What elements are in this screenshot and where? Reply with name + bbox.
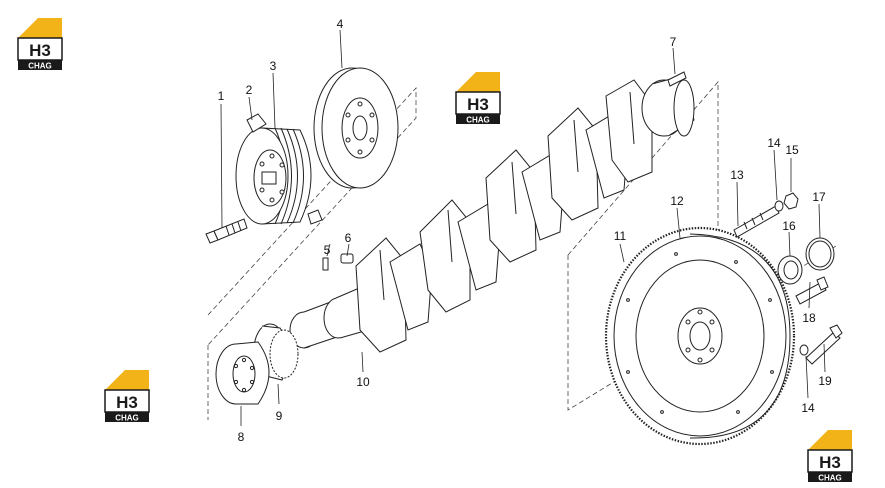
logo-bottom-right: H3 CHAG bbox=[807, 429, 853, 483]
logo-word: CHAG bbox=[115, 414, 139, 423]
callout-14-top: 14 bbox=[767, 136, 781, 150]
callout-14-bottom: 14 bbox=[801, 401, 815, 415]
callout-12: 12 bbox=[670, 194, 684, 208]
callout-6: 6 bbox=[345, 231, 352, 245]
callout-1: 1 bbox=[218, 89, 225, 103]
callout-7: 7 bbox=[670, 35, 677, 49]
callout-17: 17 bbox=[812, 190, 826, 204]
logo-letters: H3 bbox=[467, 95, 489, 114]
logo-mid-top: H3 CHAG bbox=[455, 71, 501, 125]
callout-labels: 1 2 3 4 5 6 7 8 9 10 11 12 13 14 15 16 1… bbox=[218, 17, 832, 444]
belt-pulley bbox=[235, 113, 323, 225]
damper-disc bbox=[313, 67, 399, 189]
callout-19: 19 bbox=[818, 374, 832, 388]
pulley-bolt bbox=[205, 218, 248, 244]
logo-letters: H3 bbox=[29, 41, 51, 60]
callout-2: 2 bbox=[246, 83, 253, 97]
callout-10: 10 bbox=[356, 375, 370, 389]
logo-word: CHAG bbox=[28, 62, 52, 71]
callout-11: 11 bbox=[614, 229, 627, 243]
callout-4: 4 bbox=[337, 17, 344, 31]
callout-9: 9 bbox=[276, 409, 283, 423]
callout-8: 8 bbox=[238, 430, 245, 444]
logo-letters: H3 bbox=[116, 393, 138, 412]
logo-letters: H3 bbox=[819, 453, 841, 472]
callout-18: 18 bbox=[802, 311, 816, 325]
logo-word: CHAG bbox=[466, 116, 490, 125]
pulley-group-frame bbox=[207, 86, 417, 346]
callout-16: 16 bbox=[782, 219, 796, 233]
crankshaft bbox=[289, 75, 695, 353]
callout-13: 13 bbox=[730, 168, 744, 182]
logo-bottom-left: H3 CHAG bbox=[104, 369, 150, 423]
callout-5: 5 bbox=[324, 243, 331, 257]
flywheel-group-frame-top bbox=[567, 80, 719, 256]
flywheel bbox=[604, 226, 796, 446]
logo-top-left: H3 CHAG bbox=[17, 17, 63, 71]
rear-stud bbox=[667, 71, 687, 87]
callout-15: 15 bbox=[785, 143, 799, 157]
flywheel-fasteners bbox=[733, 192, 843, 365]
leader-lines bbox=[220, 29, 826, 426]
bearing-ring bbox=[215, 341, 270, 405]
callout-3: 3 bbox=[270, 59, 277, 73]
logo-word: CHAG bbox=[818, 474, 842, 483]
